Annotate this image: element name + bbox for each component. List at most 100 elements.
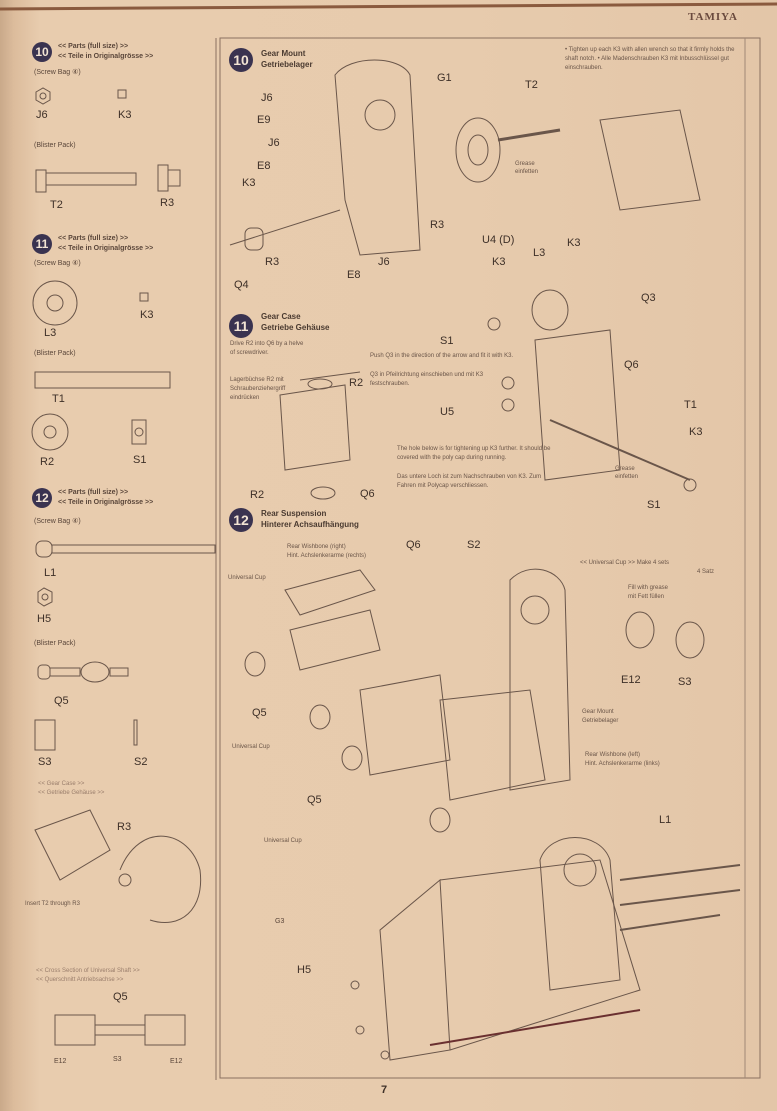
step-title-en: Gear Mount: [261, 49, 306, 58]
push-instruction-en: Push Q3 in the direction of the arrow an…: [370, 353, 514, 359]
step-title-de: Hinterer Achsaufhängung: [261, 520, 359, 529]
part-label: H5: [297, 964, 312, 976]
part-label: R3: [430, 219, 445, 231]
part-label: T1: [52, 393, 65, 405]
part-label: S3: [38, 756, 52, 768]
part-label: Q3: [641, 292, 656, 304]
part-label: Q6: [360, 488, 375, 500]
part-label: J6: [378, 256, 390, 268]
part-label: Q5: [307, 794, 322, 806]
part-label: U5: [440, 406, 455, 418]
step-10-badge: 10: [229, 48, 253, 72]
part-label: Q5: [113, 991, 128, 1003]
part-label: E9: [257, 114, 271, 126]
part-label: T1: [684, 399, 697, 411]
part-label: S1: [133, 454, 147, 466]
parts-heading-en: << Parts (full size) >>: [58, 235, 129, 242]
parts-heading-de: << Teile in Originalgrösse >>: [58, 53, 154, 60]
part-label: L1: [659, 814, 672, 826]
hole-note-en: The hole below is for tightening up K3 f…: [397, 446, 551, 461]
tighten-note: • Tighten up each K3 with allen wrench s…: [565, 47, 735, 71]
grease-label-en: Grease: [515, 161, 535, 167]
grease-label-de: einfetten: [515, 169, 539, 175]
screw-bag-label: (Screw Bag ④): [34, 260, 81, 267]
part-label: Q6: [406, 539, 421, 551]
part-label: Q4: [234, 279, 249, 291]
part-label: T2: [525, 79, 538, 91]
blister-pack-label: (Blister Pack): [34, 142, 76, 149]
universal-cup-label: Universal Cup: [232, 744, 270, 750]
grease-label-de: einfetten: [615, 474, 639, 480]
part-label: U4 (D): [482, 234, 515, 246]
gear-mount-de: Getriebelager: [582, 718, 619, 724]
part-label: S3: [113, 1056, 122, 1063]
wishbone-left-de: Hint. Achslenkerarme (links): [585, 761, 660, 767]
hole-note-de: Das untere Loch ist zum Nachschrauben vo…: [397, 474, 542, 489]
brand-logo: TAMIYA: [688, 11, 739, 23]
part-label: R3: [117, 821, 132, 833]
parts-heading-de: << Teile in Originalgrösse >>: [58, 245, 154, 252]
cross-section-heading-de: << Querschnitt Antriebsachse >>: [36, 977, 124, 983]
part-label: R3: [160, 197, 175, 209]
blister-pack-label: (Blister Pack): [34, 350, 76, 357]
step-11-badge: 11: [229, 314, 253, 338]
grease-label-en: Grease: [615, 466, 635, 472]
part-label: K3: [567, 237, 581, 249]
part-label: L3: [44, 327, 57, 339]
part-label: J6: [268, 137, 280, 149]
part-label: L1: [44, 567, 57, 579]
part-label: G1: [437, 72, 452, 84]
drive-instruction-de: Lagerbüchse R2 mit Schraubenziehergriff …: [230, 377, 286, 401]
step-title-en: Gear Case: [261, 312, 301, 321]
part-label: S1: [440, 335, 454, 347]
part-label: S3: [678, 676, 692, 688]
part-label: E12: [170, 1058, 183, 1065]
part-label: G3: [275, 918, 285, 925]
part-label: J6: [261, 92, 273, 104]
step-10-badge: 10: [32, 42, 52, 62]
gear-mount-en: Gear Mount: [582, 709, 614, 715]
part-label: Q6: [624, 359, 639, 371]
part-label: S1: [647, 499, 661, 511]
blister-pack-label: (Blister Pack): [34, 640, 76, 647]
part-label: Q5: [252, 707, 267, 719]
part-label: R3: [265, 256, 280, 268]
part-label: E8: [347, 269, 361, 281]
fill-grease-de: mit Fett füllen: [628, 594, 665, 600]
insert-instruction: Insert T2 through R3: [25, 901, 80, 907]
part-label: Q5: [54, 695, 69, 707]
step-12-badge: 12: [32, 488, 52, 508]
part-label: R2: [250, 489, 265, 501]
part-label: S2: [467, 539, 481, 551]
part-label: R2: [349, 377, 364, 389]
part-label: R2: [40, 456, 55, 468]
step-11-badge: 11: [32, 234, 52, 254]
part-label: K3: [140, 309, 154, 321]
push-instruction-de: Q3 in Pfeilrichtung einschieben und mit …: [370, 372, 484, 387]
universal-cup-label: Universal Cup: [228, 575, 266, 581]
part-label: L3: [533, 247, 546, 259]
part-label: K3: [118, 109, 132, 121]
step-title-en: Rear Suspension: [261, 509, 327, 518]
step-title-de: Getriebe Gehäuse: [261, 323, 330, 332]
universal-cup-sets-de: 4 Satz: [697, 569, 715, 575]
wishbone-right-en: Rear Wishbone (right): [287, 544, 346, 550]
page-number: 7: [381, 1084, 388, 1096]
cross-section-heading-en: << Cross Section of Universal Shaft >>: [36, 968, 140, 974]
part-label: E8: [257, 160, 271, 172]
wishbone-right-de: Hint. Achslenkerarme (rechts): [287, 553, 367, 559]
part-label: K3: [242, 177, 256, 189]
parts-heading-de: << Teile in Originalgrösse >>: [58, 499, 154, 506]
step-title-de: Getriebelager: [261, 60, 313, 69]
part-label: S2: [134, 756, 148, 768]
part-label: K3: [492, 256, 506, 268]
universal-cup-label: Universal Cup: [264, 838, 302, 844]
parts-heading-en: << Parts (full size) >>: [58, 489, 129, 496]
gear-case-heading-de: << Getriebe Gehäuse >>: [38, 790, 105, 796]
gear-case-heading-en: << Gear Case >>: [38, 781, 85, 787]
part-label: E12: [621, 674, 641, 686]
universal-cup-heading: << Universal Cup >> Make 4 sets: [580, 560, 670, 566]
part-label: T2: [50, 199, 63, 211]
screw-bag-label: (Screw Bag ④): [34, 69, 81, 76]
